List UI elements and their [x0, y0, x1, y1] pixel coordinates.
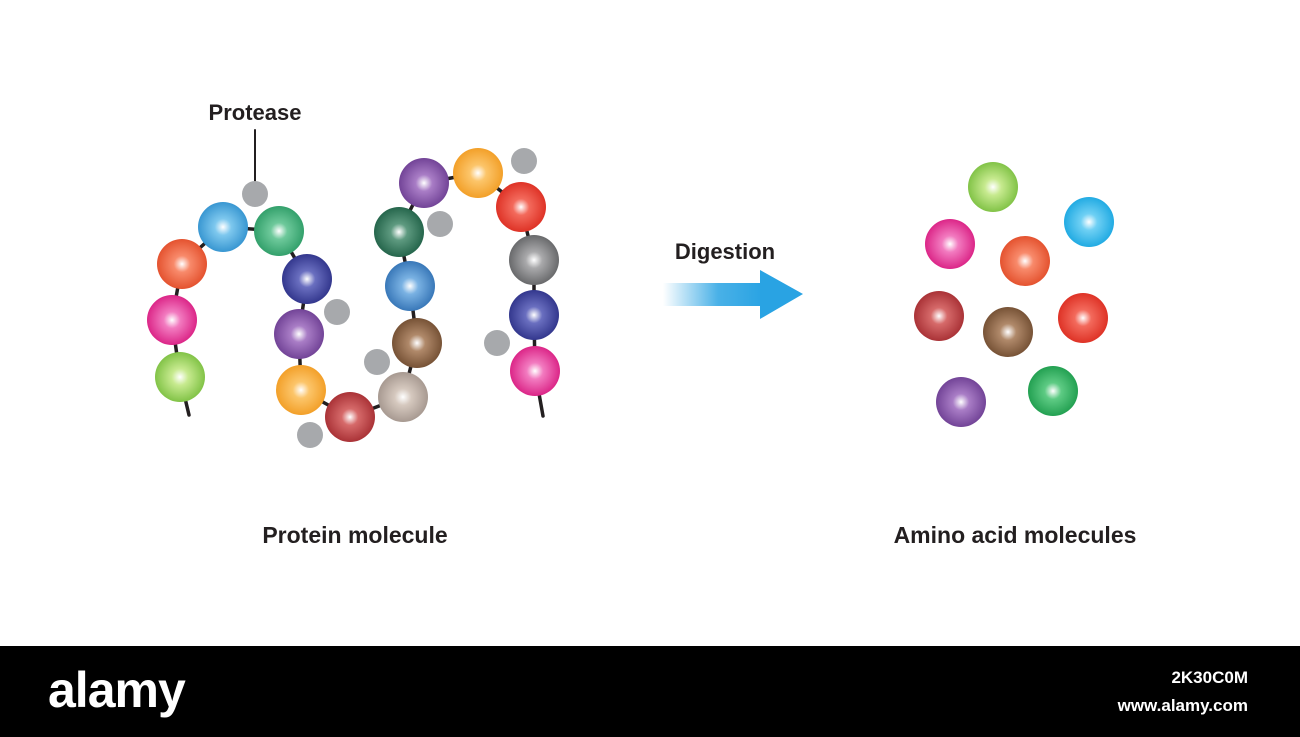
amino-orange — [1000, 236, 1050, 286]
bead-beige — [378, 372, 428, 422]
protease-dot — [511, 148, 537, 174]
protease-label: Protease — [209, 100, 302, 125]
bead-green-bottom-left — [155, 352, 205, 402]
amino-pink — [925, 219, 975, 269]
bead-sea-green — [254, 206, 304, 256]
protease-dot — [324, 299, 350, 325]
amino-red — [1058, 293, 1108, 343]
bead-orange-red — [157, 239, 207, 289]
amino-maroon — [914, 291, 964, 341]
bead-navy-right — [509, 290, 559, 340]
bead-yellow-orange — [453, 148, 503, 198]
bead-orange — [276, 365, 326, 415]
bead-navy — [282, 254, 332, 304]
protease-dot — [297, 422, 323, 448]
protease-dot — [484, 330, 510, 356]
bead-red — [496, 182, 546, 232]
protease-enzymes — [242, 148, 537, 448]
digestion-arrow — [663, 270, 803, 319]
bead-gray — [509, 235, 559, 285]
bead-maroon — [325, 392, 375, 442]
bead-purple — [274, 309, 324, 359]
protease-dot — [242, 181, 268, 207]
bead-dark-green — [374, 207, 424, 257]
protein-beads — [147, 148, 560, 442]
bead-violet — [399, 158, 449, 208]
amino-cyan — [1064, 197, 1114, 247]
bead-pink-right — [510, 346, 560, 396]
watermark-footer: alamy 2K30C0M www.alamy.com — [0, 646, 1300, 737]
protein-caption: Protein molecule — [262, 522, 447, 548]
site-url: www.alamy.com — [1117, 696, 1248, 715]
bead-brown — [392, 318, 442, 368]
digestion-label: Digestion — [675, 239, 775, 264]
bead-steel-blue — [385, 261, 435, 311]
bead-blue — [198, 202, 248, 252]
protein-digestion-diagram: Protease Digestion Protein molecule Amin… — [147, 100, 1137, 548]
bead-pink — [147, 295, 197, 345]
amino-acid-molecules — [914, 162, 1114, 427]
brand-logo: alamy — [48, 662, 186, 718]
protease-dot — [427, 211, 453, 237]
image-id: 2K30C0M — [1171, 668, 1248, 687]
amino-green — [1028, 366, 1078, 416]
amino-caption: Amino acid molecules — [894, 522, 1137, 548]
amino-brown — [983, 307, 1033, 357]
protease-dot — [364, 349, 390, 375]
amino-lightgreen — [968, 162, 1018, 212]
amino-purple — [936, 377, 986, 427]
